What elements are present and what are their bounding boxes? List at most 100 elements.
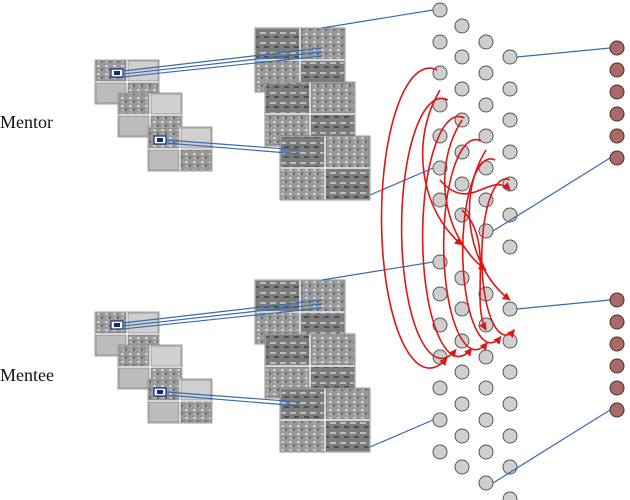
mentor-patch-marker-fill xyxy=(157,138,163,142)
mentor-feature-tile xyxy=(325,136,370,168)
mentor-output-neuron xyxy=(609,62,625,78)
mentor-feature-tile xyxy=(255,28,300,60)
mentor-hidden-neuron xyxy=(502,81,518,97)
mentor-input-tile xyxy=(118,115,150,137)
mentor-hidden-neuron xyxy=(478,34,494,50)
mentor-feature-map-stack xyxy=(279,135,371,201)
guidance-arc xyxy=(421,115,473,358)
mentor-hidden-neuron xyxy=(502,49,518,65)
guidance-arc xyxy=(461,158,502,345)
mentor-feature-tile xyxy=(310,82,355,114)
guidance-arc xyxy=(443,119,487,271)
mentee-hidden-neuron xyxy=(478,380,494,396)
mentee-patch-marker-fill xyxy=(114,323,120,327)
mentor-hidden-neuron xyxy=(454,144,470,160)
mentor-network xyxy=(94,2,625,255)
guidance-arc xyxy=(468,149,511,301)
mentee-hidden-neuron xyxy=(502,396,518,412)
mentee-network xyxy=(94,254,625,500)
mentor-hidden-neuron xyxy=(432,65,448,81)
mentor-patch-connection xyxy=(122,55,323,78)
mentor-hidden-neuron xyxy=(432,2,448,18)
mentee-input-tile xyxy=(118,367,150,389)
mentee-feature-tile xyxy=(265,334,310,366)
mentee-output-connection xyxy=(492,409,611,484)
mentee-hidden-neuron xyxy=(454,364,470,380)
mentee-output-neuron xyxy=(609,358,625,374)
mentee-hidden-neuron xyxy=(432,317,448,333)
mentee-hidden-neuron xyxy=(502,301,518,317)
mentee-hidden-neuron xyxy=(454,459,470,475)
mentee-input-tile xyxy=(118,345,150,367)
mentee-feature-tile xyxy=(310,334,355,366)
mentee-output-neuron xyxy=(609,292,625,308)
mentee-feature-tile xyxy=(280,420,325,452)
mentee-output-connection xyxy=(516,299,611,310)
mentor-output-connection xyxy=(492,157,611,232)
mentee-patch-connection xyxy=(122,307,323,330)
mentor-output-neuron xyxy=(609,40,625,56)
mentee-feature-tile xyxy=(280,388,325,420)
mentee-patch-marker-fill xyxy=(157,390,163,394)
mentor-hidden-neuron xyxy=(502,112,518,128)
mentor-patch-connection xyxy=(122,51,323,75)
mentor-patch-connection xyxy=(122,47,323,72)
mentee-hidden-neuron xyxy=(502,491,518,500)
mentee-input-tile xyxy=(180,401,212,423)
mentor-feature-connection xyxy=(369,167,434,196)
mentee-hidden-neuron xyxy=(454,270,470,286)
mentor-hidden-neuron xyxy=(454,18,470,34)
mentee-output-neuron xyxy=(609,336,625,352)
mentee-hidden-neuron xyxy=(478,412,494,428)
mentor-hidden-neuron xyxy=(478,192,494,208)
mentor-hidden-neuron xyxy=(454,81,470,97)
mentor-feature-tile xyxy=(265,82,310,114)
mentee-patch-connection xyxy=(122,303,323,327)
mentor-hidden-neuron xyxy=(478,65,494,81)
mentor-patch-connection xyxy=(165,142,301,155)
guidance-arc xyxy=(442,138,488,351)
mentee-hidden-neuron xyxy=(478,444,494,460)
mentor-input-tile xyxy=(148,149,180,171)
mentee-feature-connection xyxy=(321,261,434,281)
mentee-output-neuron xyxy=(609,380,625,396)
mentee-feature-map-stack xyxy=(279,387,371,453)
mentor-feature-tile xyxy=(300,28,345,60)
mentor-hidden-neuron xyxy=(432,34,448,50)
mentor-output-neuron xyxy=(609,106,625,122)
mentee-feature-map-stack xyxy=(254,279,346,345)
mentee-hidden-neuron xyxy=(432,286,448,302)
mentee-label: Mentee xyxy=(0,365,54,385)
mentor-output-neuron xyxy=(609,150,625,166)
mentee-patch-connection xyxy=(165,394,301,407)
mentor-input-tile xyxy=(118,93,150,115)
mentee-hidden-neuron xyxy=(502,364,518,380)
guidance-arc xyxy=(461,209,487,331)
mentee-output-neuron xyxy=(609,402,625,418)
mentor-hidden-neuron xyxy=(454,176,470,192)
mentor-hidden-neuron xyxy=(454,49,470,65)
mentee-feature-tile xyxy=(255,280,300,312)
mentor-feature-map-stack xyxy=(264,81,356,147)
mentee-patch-connection xyxy=(165,391,301,403)
mentor-feature-connection xyxy=(321,9,434,29)
mentee-feature-tile xyxy=(300,280,345,312)
mentor-hidden-neuron xyxy=(432,160,448,176)
mentor-hidden-neuron xyxy=(478,97,494,113)
mentor-feature-tile xyxy=(325,168,370,200)
mentor-feature-tile xyxy=(280,136,325,168)
mentee-output-neuron xyxy=(609,314,625,330)
mentor-input-tile xyxy=(180,149,212,171)
mentee-feature-tile xyxy=(325,388,370,420)
mentee-feature-tile xyxy=(325,420,370,452)
mentee-hidden-neuron xyxy=(432,444,448,460)
mentee-hidden-neuron xyxy=(432,412,448,428)
mentee-input-tile xyxy=(150,345,182,367)
mentee-hidden-neuron xyxy=(432,380,448,396)
mentor-hidden-neuron xyxy=(502,144,518,160)
mentor-output-connection xyxy=(516,47,611,58)
guidance-arc xyxy=(439,179,511,195)
mentor-hidden-neuron xyxy=(432,128,448,144)
mentor-output-neuron xyxy=(609,84,625,100)
